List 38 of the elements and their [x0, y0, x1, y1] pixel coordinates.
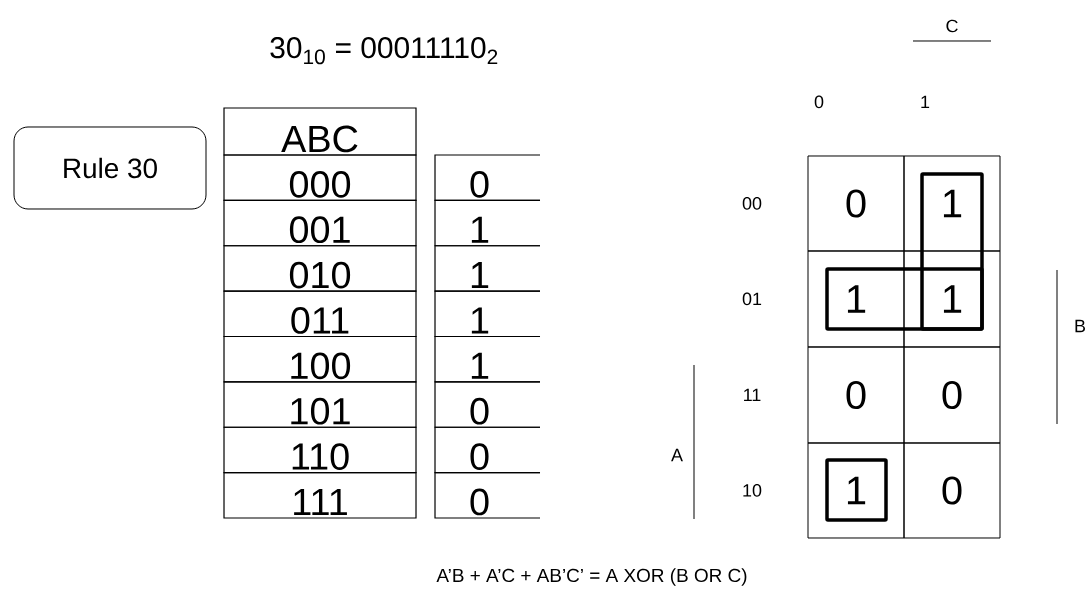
- variable-label: C: [946, 19, 958, 33]
- table-cell: 1: [434, 335, 541, 383]
- table-cell: 1: [434, 199, 541, 247]
- title: 30$_{10}$ = 00011110$_{2}$: [270, 37, 498, 65]
- table-cell: 1: [434, 290, 541, 338]
- table-cell: ABC: [223, 107, 417, 156]
- table-cell: 0: [434, 472, 541, 519]
- table-cell: 010: [223, 245, 417, 292]
- table-cell: 1: [434, 245, 541, 292]
- variable-label: A: [671, 448, 683, 462]
- map-heading: 11: [744, 388, 761, 401]
- table-cell: 111: [223, 472, 417, 519]
- map-cell: 1: [903, 250, 1001, 348]
- table-cell: 011: [223, 290, 417, 338]
- map-heading: 01: [742, 292, 762, 306]
- table-cell: 100: [223, 335, 417, 383]
- grouping-loop: [825, 458, 888, 522]
- grouping-loop: [825, 267, 984, 331]
- map-cell: 0: [807, 155, 905, 252]
- map-cell: 0: [807, 346, 905, 444]
- table-cell: 000: [223, 154, 417, 201]
- map-heading: 00: [742, 196, 762, 210]
- map-cell: 1: [807, 442, 905, 539]
- map-cell: 1: [903, 155, 1001, 252]
- map-heading: 1: [921, 95, 930, 108]
- map-cell: 0: [903, 346, 1001, 444]
- equation: A’B + A’C + AB’C’ = A XOR (B OR C): [436, 568, 747, 586]
- table-cell: 110: [223, 426, 417, 474]
- map-cell: 0: [903, 442, 1001, 539]
- table-cell: 101: [223, 381, 417, 428]
- map-heading: 0: [814, 95, 824, 109]
- table-cell: 0: [434, 154, 541, 201]
- table-cell: 001: [223, 199, 417, 247]
- map-heading: 10: [743, 483, 762, 497]
- table-cell: 0: [434, 381, 541, 428]
- map-cell: 1: [807, 250, 905, 348]
- table-cell: 0: [434, 426, 541, 474]
- variable-label: B: [1075, 319, 1086, 333]
